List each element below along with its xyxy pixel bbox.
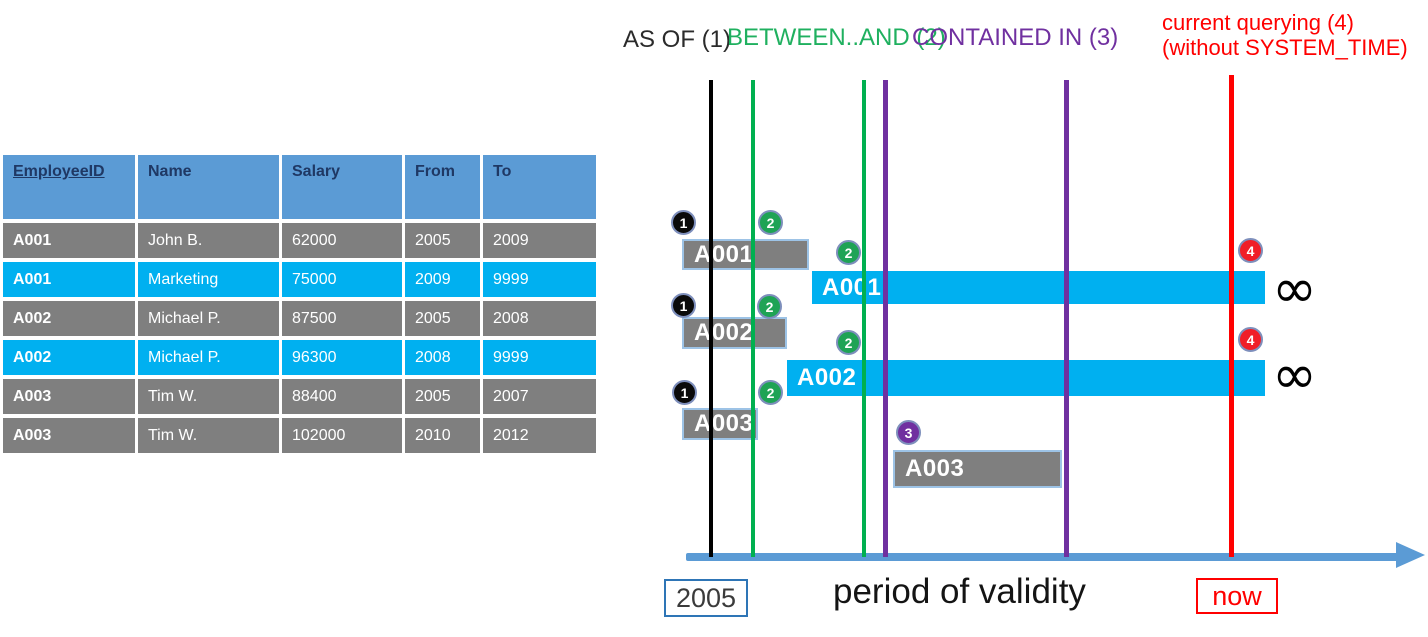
bar-a002-2008-now: A002 (787, 360, 1265, 396)
bar-a001-2005-2009: A001 (682, 239, 809, 270)
legend-label-contained-in: CONTAINED IN (3) (912, 24, 1118, 52)
bar-label: A001 (694, 240, 754, 268)
query-marker-2: 2 (757, 294, 782, 319)
table-cell: 2009 (405, 262, 480, 297)
table-cell: 2008 (483, 301, 596, 336)
table-cell: 87500 (282, 301, 402, 336)
query-marker-2: 2 (836, 240, 861, 265)
table-cell: 62000 (282, 223, 402, 258)
axis-start-year-box: 2005 (664, 579, 748, 617)
axis-now-box: now (1196, 578, 1278, 614)
column-header-employeeid: EmployeeID (3, 155, 135, 219)
bar-a003-2005-2007: A003 (682, 408, 758, 440)
query-marker-2: 2 (758, 210, 783, 235)
bar-label: A003 (694, 410, 754, 437)
infinity-icon: ∞ (1272, 257, 1317, 320)
table-cell: 75000 (282, 262, 402, 297)
query-marker-3: 3 (896, 420, 921, 445)
column-header-to: To (483, 155, 596, 219)
table-cell: Tim W. (138, 418, 279, 453)
as-of-line (709, 80, 713, 557)
bar-a001-2009-now: A001 (812, 271, 1265, 304)
legend-label-text: AS OF (1) (623, 26, 732, 53)
bar-a003-2010-2012: A003 (893, 450, 1062, 488)
table-cell: 2008 (405, 340, 480, 375)
table-cell: 2012 (483, 418, 596, 453)
query-marker-1: 1 (671, 210, 696, 235)
axis-start-year-label: 2005 (675, 582, 737, 613)
bar-label: A002 (694, 319, 754, 346)
bar-label: A001 (822, 273, 882, 301)
legend-label-text: BETWEEN..AND (2) (727, 24, 946, 51)
bar-a002-2005-2008: A002 (682, 317, 787, 349)
table-cell: 2005 (405, 379, 480, 414)
legend-label-text: CONTAINED IN (3) (912, 24, 1119, 51)
bar-label: A002 (797, 364, 857, 391)
table-cell: 2009 (483, 223, 596, 258)
query-marker-2: 2 (836, 330, 861, 355)
axis-now-label: now (1212, 580, 1262, 611)
table-cell: Michael P. (138, 340, 279, 375)
query-marker-4: 4 (1238, 238, 1263, 263)
query-marker-4: 4 (1238, 327, 1263, 352)
table-cell: 2010 (405, 418, 480, 453)
contained-end-line (1064, 80, 1069, 557)
table-cell: A001 (3, 223, 135, 258)
table-cell: 2007 (483, 379, 596, 414)
contained-start-line (883, 80, 888, 557)
bar-label: A003 (905, 455, 965, 482)
table-cell: 9999 (483, 340, 596, 375)
table-cell: 102000 (282, 418, 402, 453)
table-cell: A003 (3, 418, 135, 453)
axis-title: period of validity (833, 572, 1086, 611)
table-cell: Michael P. (138, 301, 279, 336)
infinity-icon: ∞ (1272, 343, 1317, 406)
column-header-from: From (405, 155, 480, 219)
time-axis-line (686, 553, 1398, 561)
table-cell: John B. (138, 223, 279, 258)
table-cell: A002 (3, 340, 135, 375)
table-cell: 2005 (405, 301, 480, 336)
query-marker-1: 1 (671, 293, 696, 318)
query-marker-2: 2 (758, 380, 783, 405)
legend-label-current-querying: current querying (4)(without SYSTEM_TIME… (1162, 10, 1408, 61)
column-header-name: Name (138, 155, 279, 219)
table-cell: 9999 (483, 262, 596, 297)
legend-label-text-line2: (without SYSTEM_TIME) (1162, 35, 1408, 61)
table-cell: 88400 (282, 379, 402, 414)
table-cell: Marketing (138, 262, 279, 297)
table-cell: A001 (3, 262, 135, 297)
column-header-salary: Salary (282, 155, 402, 219)
table-cell: A002 (3, 301, 135, 336)
between-start-line (751, 80, 755, 557)
legend-label-text: current querying (4) (1162, 10, 1354, 35)
legend-label-as-of: AS OF (1) (623, 26, 731, 54)
legend-label-between-and: BETWEEN..AND (2) (727, 24, 946, 52)
time-axis-arrowhead-icon (1396, 542, 1425, 568)
query-marker-1: 1 (672, 380, 697, 405)
table-cell: 96300 (282, 340, 402, 375)
between-end-line (862, 80, 866, 557)
table-cell: Tim W. (138, 379, 279, 414)
now-line (1229, 75, 1234, 557)
table-cell: 2005 (405, 223, 480, 258)
table-cell: A003 (3, 379, 135, 414)
